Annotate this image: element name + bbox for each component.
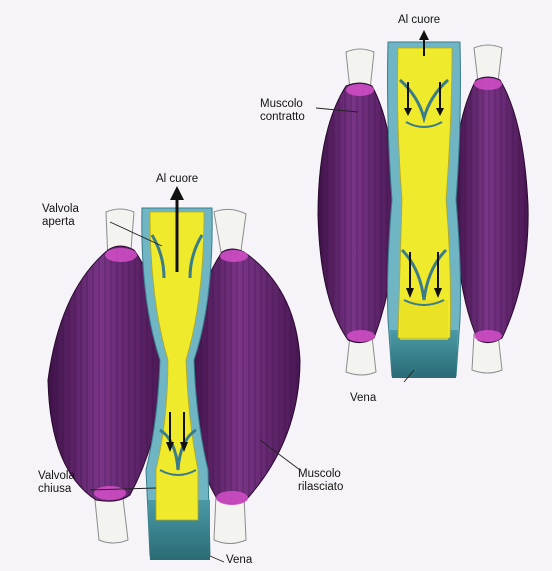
label-al-cuore-right: Al cuore: [398, 14, 440, 27]
label-muscolo-contratto: Muscolo contratto: [260, 98, 305, 124]
label-valvola-aperta: Valvola aperta: [42, 203, 79, 229]
left-muscle-bottom-tip: [94, 486, 126, 500]
label-muscolo-contratto-line2: contratto: [260, 111, 305, 124]
label-muscolo-contratto-line1: Muscolo: [260, 98, 305, 111]
label-vena-left: Vena: [226, 554, 252, 567]
right-scene-right-upper-tendon: [474, 45, 502, 82]
center-muscle-top-tip: [220, 250, 248, 262]
label-vena-right: Vena: [350, 392, 376, 405]
label-valvola-chiusa: Valvola chiusa: [38, 470, 75, 496]
label-valvola-aperta-line2: aperta: [42, 216, 79, 229]
label-valvola-chiusa-line2: chiusa: [38, 483, 75, 496]
center-muscle-bottom-tip: [216, 491, 248, 505]
left-muscle-top-tip: [105, 248, 137, 262]
label-muscolo-rilasciato-line2: rilasciato: [298, 481, 343, 494]
label-valvola-aperta-line1: Valvola: [42, 203, 79, 216]
label-muscolo-rilasciato: Muscolo rilasciato: [298, 468, 343, 494]
label-al-cuore-left: Al cuore: [156, 173, 198, 186]
label-valvola-chiusa-line1: Valvola: [38, 470, 75, 483]
label-muscolo-rilasciato-line1: Muscolo: [298, 468, 343, 481]
